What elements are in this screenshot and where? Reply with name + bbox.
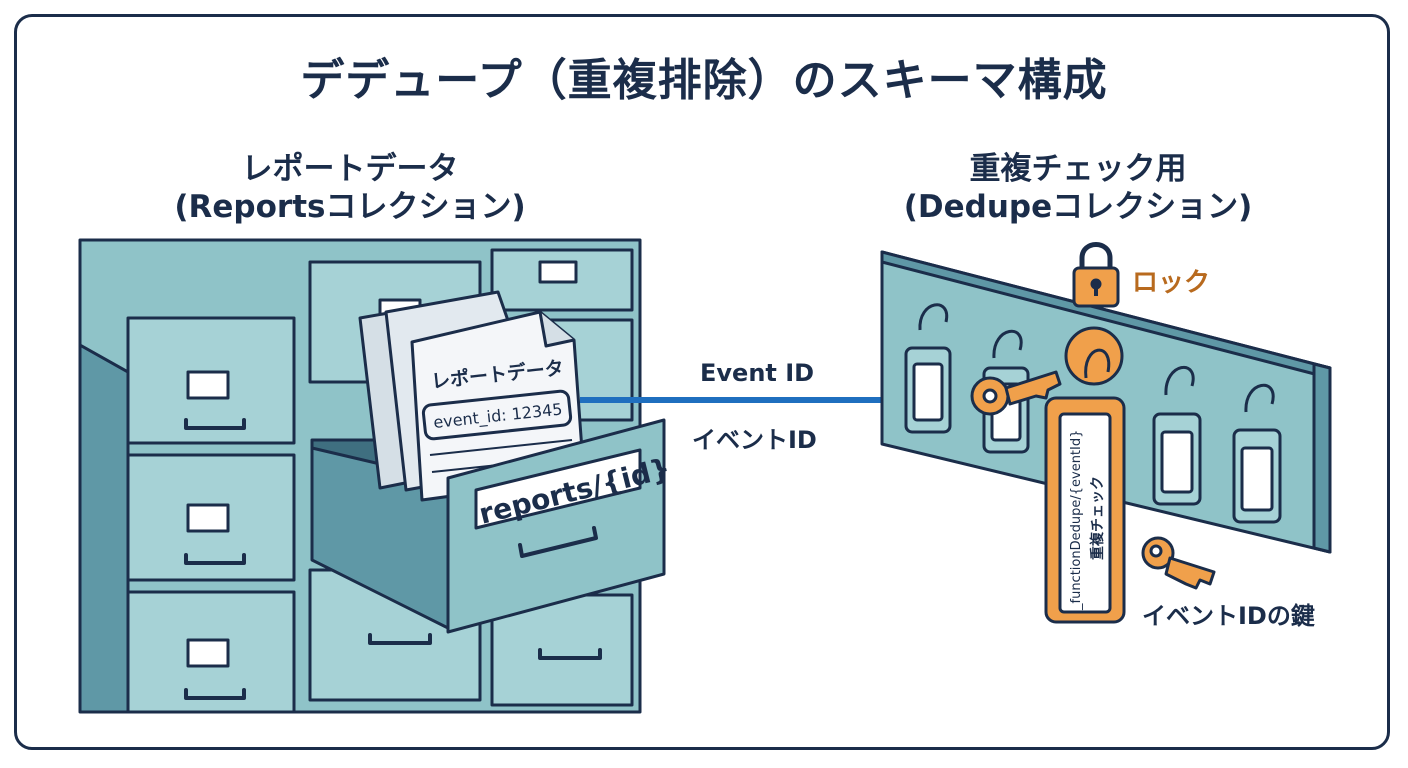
tag-path-text: _functionDedupe/{eventId} <box>1069 430 1084 611</box>
event-id-key <box>970 370 1062 416</box>
reports-section-title: レポートデータ (Reportsコレクション) <box>130 150 570 226</box>
tag-check-text: 重複チェック <box>1089 476 1106 560</box>
key-icon <box>1141 536 1216 590</box>
dedupe-title-line1: 重複チェック用 <box>969 151 1187 187</box>
key-hooks <box>904 303 1282 524</box>
dedupe-section-title: 重複チェック用 (Dedupeコレクション) <box>858 150 1298 226</box>
drawer-front <box>446 418 666 634</box>
arrow-label-ja: イベントID <box>692 426 817 454</box>
reports-title-line1: レポートデータ <box>241 151 459 187</box>
arrow-label-en: Event ID <box>700 359 815 387</box>
key-label: イベントIDの鍵 <box>1142 602 1315 630</box>
highlighted-dedupe-tag <box>1044 326 1126 624</box>
page-title: デデュープ（重複排除）のスキーマ構成 <box>300 55 1108 106</box>
lock-label: ロック <box>1132 268 1211 298</box>
dedupe-title-line2: (Dedupeコレクション) <box>903 189 1253 225</box>
reports-title-line2: (Reportsコレクション) <box>174 189 526 225</box>
lock-icon <box>1072 242 1120 308</box>
